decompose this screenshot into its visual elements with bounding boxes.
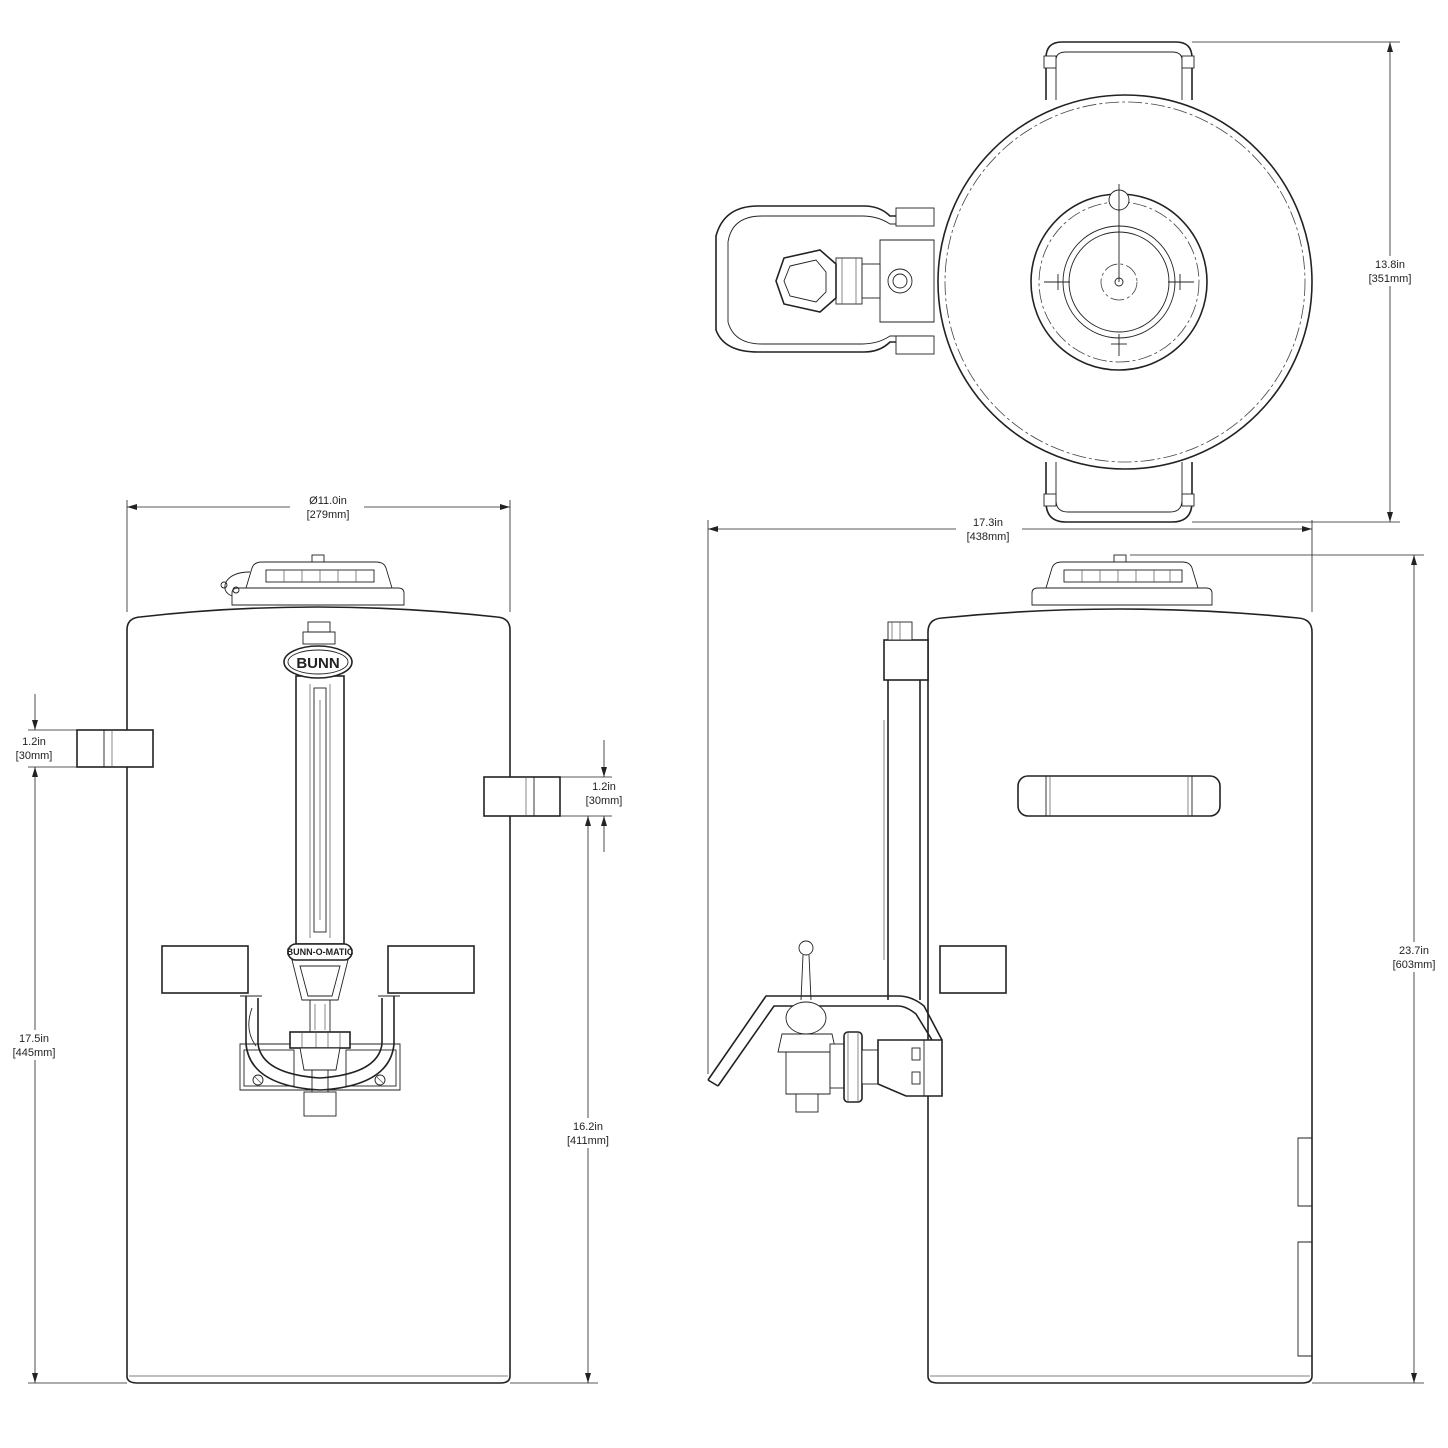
total-height-dim-in: 23.7in: [1399, 945, 1429, 957]
top-view: [715, 41, 1313, 523]
front-view: BUNN BUNN-O-MATIC: [76, 554, 561, 1384]
side-dimensions: 17.3in [438mm] 23.7in [603mm]: [707, 516, 1446, 1384]
left-height-dim-mm: [445mm]: [13, 1047, 56, 1059]
side-view: [707, 554, 1313, 1384]
left-handle-dim-mm: [30mm]: [16, 750, 53, 762]
diameter-dim-in: Ø11.0in: [309, 495, 347, 507]
depth-dim-in: 17.3in: [973, 517, 1003, 529]
total-height-dim-mm: [603mm]: [1393, 959, 1436, 971]
top-depth-dim-mm: [351mm]: [1369, 273, 1412, 285]
front-dimensions: Ø11.0in [279mm] 1.2in [30mm] 17.5in [445…: [4, 494, 623, 1384]
diameter-dim-mm: [279mm]: [307, 509, 350, 521]
top-depth-dim-in: 13.8in: [1375, 259, 1405, 271]
left-handle-dim-in: 1.2in: [22, 736, 46, 748]
right-handle-dim-in: 1.2in: [592, 781, 616, 793]
bunn-logo: BUNN: [296, 655, 339, 672]
right-handle-dim-mm: [30mm]: [586, 795, 623, 807]
top-dimensions: 13.8in [351mm]: [1192, 41, 1422, 523]
right-height-dim-in: 16.2in: [573, 1121, 603, 1133]
bunn-o-matic-logo: BUNN-O-MATIC: [287, 947, 354, 957]
right-height-dim-mm: [411mm]: [567, 1135, 609, 1147]
depth-dim-mm: [438mm]: [967, 531, 1010, 543]
left-height-dim-in: 17.5in: [19, 1033, 49, 1045]
